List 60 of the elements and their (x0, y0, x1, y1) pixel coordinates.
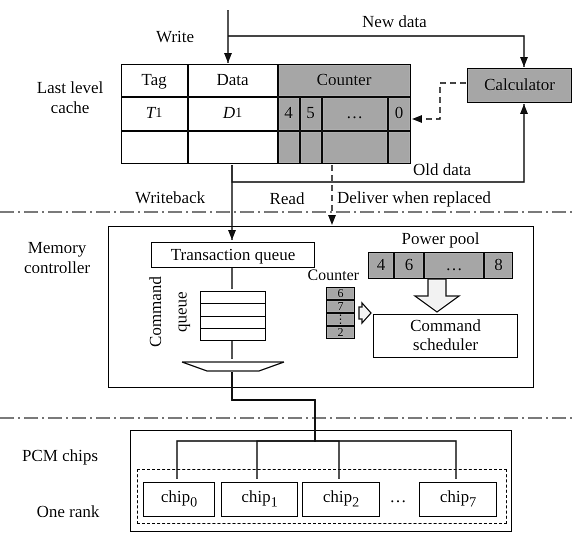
edge-label: Deliver when replaced (337, 188, 491, 208)
dashed-arrow (412, 82, 466, 123)
edge-label: Writeback (135, 188, 206, 208)
arrow (228, 35, 528, 67)
node-label: Transaction queue (170, 246, 296, 264)
table-cell: 6 (394, 252, 424, 279)
table-cell: … (424, 252, 484, 279)
table-cell: 4 (278, 96, 300, 130)
cache-table (121, 64, 411, 164)
dashed-arrow (328, 165, 336, 225)
node-label: Calculator (484, 76, 555, 95)
table-cell: 6 (326, 287, 355, 300)
block-arrow (413, 278, 461, 313)
side-label: Last level cache (36, 78, 104, 119)
node-label: chip$_{1}$ (241, 488, 278, 511)
connector-line (231, 372, 457, 479)
scheduler-box (373, 314, 518, 358)
side-label: One rank (36, 502, 100, 523)
node-label: Command scheduler (409, 317, 482, 355)
node-label: chip$_{7}$ (440, 488, 476, 511)
rank-box (137, 469, 507, 524)
table-cell: 4 (368, 252, 394, 279)
edge-label: Write (156, 27, 194, 47)
table-cell: Data (188, 64, 278, 96)
block-arrow (358, 301, 372, 325)
node-label: Counter (307, 267, 359, 285)
edge-label: New data (362, 12, 427, 32)
power-pool (368, 229, 513, 279)
side-label: Command queue (145, 275, 192, 350)
calculator-box (467, 68, 572, 103)
node-label: Power pool (402, 229, 480, 249)
controller-box (108, 226, 534, 388)
multiplexer-shape (181, 361, 285, 372)
table-cell: … (322, 96, 388, 130)
table-cell: 7 (326, 300, 355, 313)
text-label: … (388, 486, 408, 508)
queue-stack (200, 291, 266, 341)
chip-box (221, 482, 298, 517)
arrow (231, 104, 528, 183)
node-label: chip$_{0}$ (160, 488, 198, 511)
connector-line (231, 341, 233, 359)
text-label: Read (268, 188, 306, 210)
table-cell: ⋮ (326, 313, 355, 326)
table-cell: 0 (388, 96, 410, 130)
side-label: PCM chips (20, 446, 100, 467)
chip-box (302, 482, 380, 517)
edge-label: Old data (413, 160, 472, 180)
side-label: Memory controller (22, 238, 92, 279)
chips-box (130, 430, 512, 532)
table-cell: Counter (278, 64, 410, 96)
chip-box (143, 482, 215, 517)
connector-line (231, 268, 233, 289)
arrow (224, 10, 232, 63)
table-cell: Tag (120, 64, 188, 96)
node-label: chip$_{2}$ (322, 488, 360, 511)
table-cell: 2 (326, 326, 355, 339)
queue-box (151, 242, 315, 268)
table-cell: 5 (300, 96, 322, 130)
chip-box (419, 482, 497, 517)
table-cell: 8 (484, 252, 513, 279)
